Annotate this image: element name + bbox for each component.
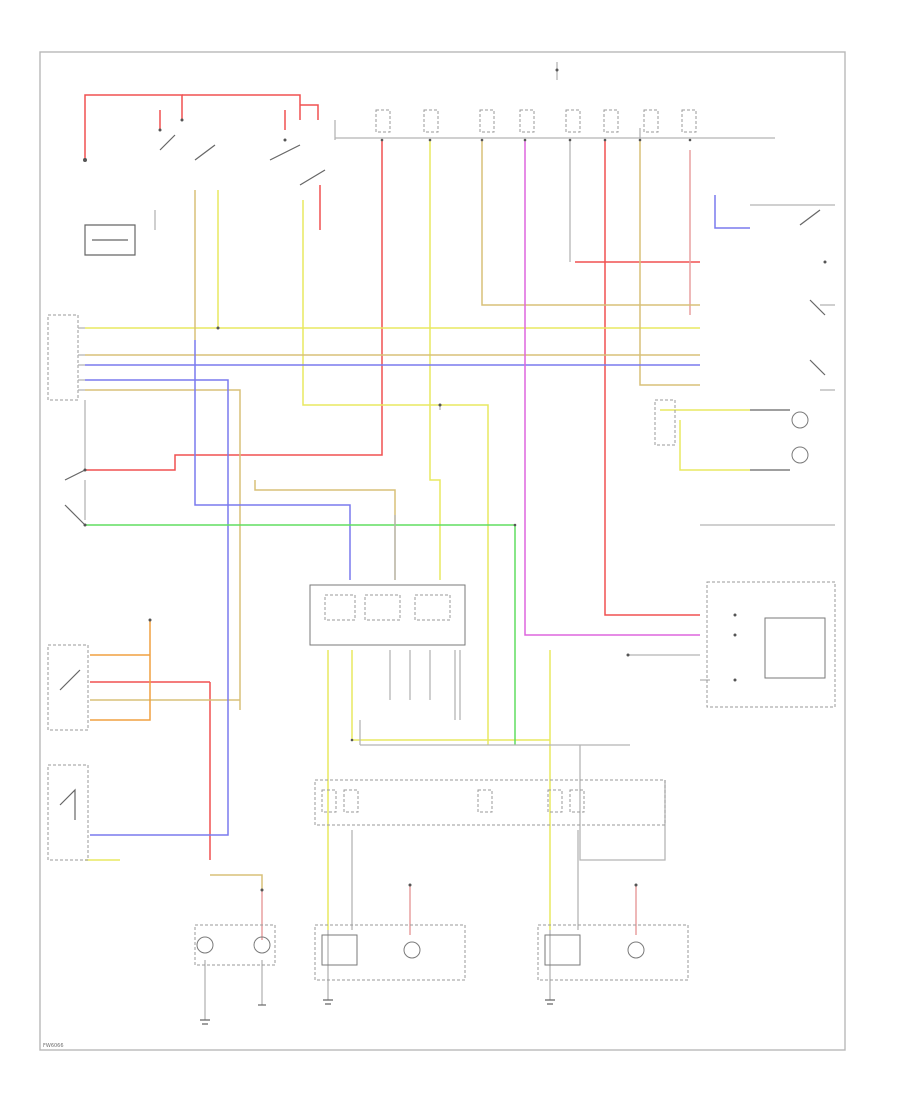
gray-wires [84,128,835,1020]
right-headlight [537,924,689,981]
blue-wires [85,195,750,836]
diagram-frame [39,51,846,1051]
ground-symbols [200,883,638,1025]
instrument-unit [706,581,836,708]
yellow-wires [85,140,750,930]
right-switches [799,209,827,376]
dimmer-switch [269,138,326,186]
headlamp-switch-block [47,314,85,401]
headlight-relay [309,584,466,646]
passing-switch [64,468,87,527]
indicator-lamps-right [654,399,809,471]
left-headlight [314,924,466,981]
tan-wires [85,140,700,890]
terminal-dots [216,138,692,742]
orange-wires [90,620,151,721]
relay-top-left [83,118,216,256]
lamp-left-bottom [194,924,276,966]
footer-code: FW6066 [43,1043,64,1049]
fog-switch-block [47,618,152,861]
fuse-cluster [375,109,697,133]
fuse-block-top [334,62,775,140]
fuse-box-bottom [314,779,666,826]
magenta-wires [524,140,700,636]
pink-wires [261,150,691,940]
